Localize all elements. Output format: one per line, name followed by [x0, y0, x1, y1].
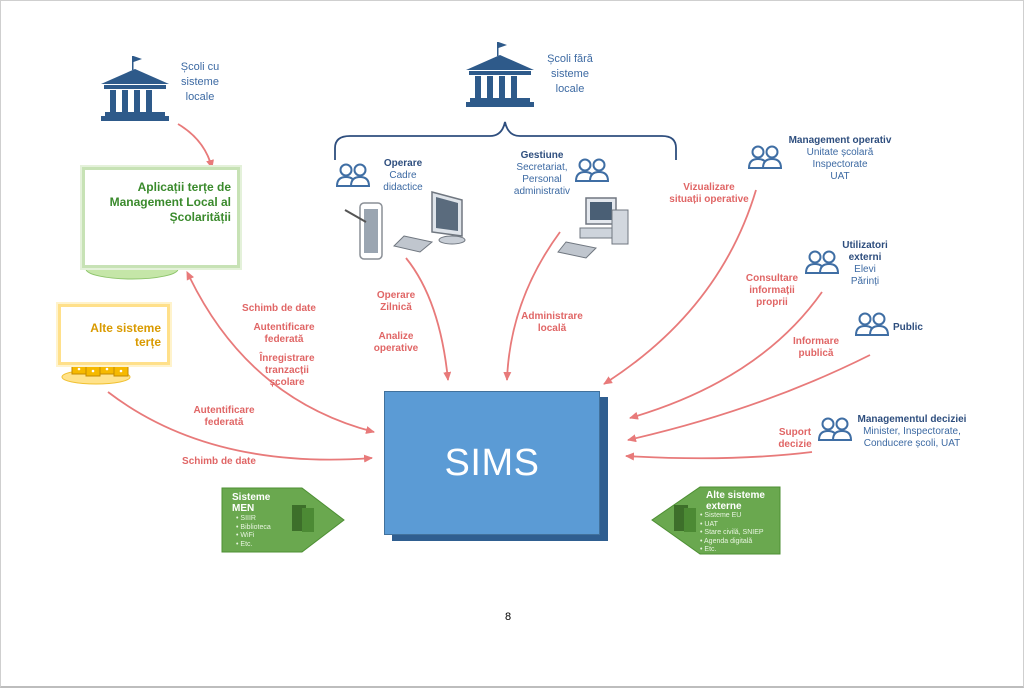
card-title-line: Aplicații terțe de [137, 180, 231, 194]
arrow-public-to-sims [627, 354, 871, 443]
users-icon-public [855, 312, 889, 336]
flow-label-schimb-date-top: Schimb de date [242, 303, 316, 314]
workstation-icon [557, 197, 629, 259]
label-public: Public [892, 322, 923, 333]
arrow-mgmt-operativ-to-sims [603, 189, 757, 385]
card-title-line: Școlarității [169, 210, 231, 224]
list-alte-sisteme-externe: Sisteme EU UAT Stare civilă, SNIEP Agend… [700, 512, 764, 555]
label-utilizatori-externi: Utilizatori externi Elevi Părinți [842, 240, 888, 287]
list-item: WiFi [236, 532, 271, 541]
label-operare: Operare Cadre didactice [383, 158, 423, 193]
list-item: Agenda digitală [700, 538, 764, 547]
list-item: Sisteme EU [700, 512, 764, 521]
sims-box: SIMS [384, 391, 600, 535]
school-building-icon-2 [466, 42, 534, 107]
page-number: 8 [505, 611, 512, 623]
list-sisteme-men: SIIIR Biblioteca WiFi Etc. [236, 515, 271, 550]
grouping-brace [334, 121, 677, 160]
school-building-icon [101, 56, 169, 121]
arrow-operare-to-sims [405, 257, 452, 381]
sims-label: SIMS [444, 441, 540, 484]
tablet-icon [344, 202, 383, 260]
label-gestiune: Gestiune Secretariat, Personal administr… [513, 150, 571, 197]
list-item: Etc. [700, 546, 764, 555]
arrow-schools-to-apps [177, 123, 214, 169]
list-item: SIIIR [236, 515, 271, 524]
list-item: Biblioteca [236, 524, 270, 533]
list-item: Etc. [236, 541, 271, 550]
arrow-gestiune-to-sims [503, 231, 561, 381]
card-alte-sisteme-terte: Alte sisteme terțe [58, 304, 170, 365]
list-item: Stare civilă, SNIEP [700, 529, 763, 538]
computer-icon [393, 191, 466, 253]
arrow-other-to-sims [107, 391, 373, 463]
label-managementul-deciziei: Managementul deciziei Minister, Inspecto… [857, 414, 967, 449]
arrow-decizie-to-sims [625, 451, 813, 461]
list-item: UAT [700, 521, 764, 530]
users-icon-gestiune [575, 158, 609, 182]
flow-label-schimb-date-bottom: Schimb de date [182, 456, 256, 467]
users-icon-management-operativ [748, 145, 782, 169]
users-icon-operare [336, 163, 370, 187]
card-title-line: Alte sisteme [90, 321, 161, 335]
card-title-line: Management Local al [109, 195, 231, 209]
arrow-utilizatori-to-sims [629, 291, 823, 420]
card-aplicatii-terte: Aplicații terțe de Management Local al Ș… [82, 167, 240, 268]
servers-icon-yellow [61, 341, 131, 385]
label-management-operativ: Management operativ Unitate școlară Insp… [788, 135, 892, 182]
users-icon-managementul-deciziei [818, 417, 852, 441]
card-title-line: terțe [134, 335, 161, 349]
arrow-apps-to-sims [186, 270, 375, 434]
